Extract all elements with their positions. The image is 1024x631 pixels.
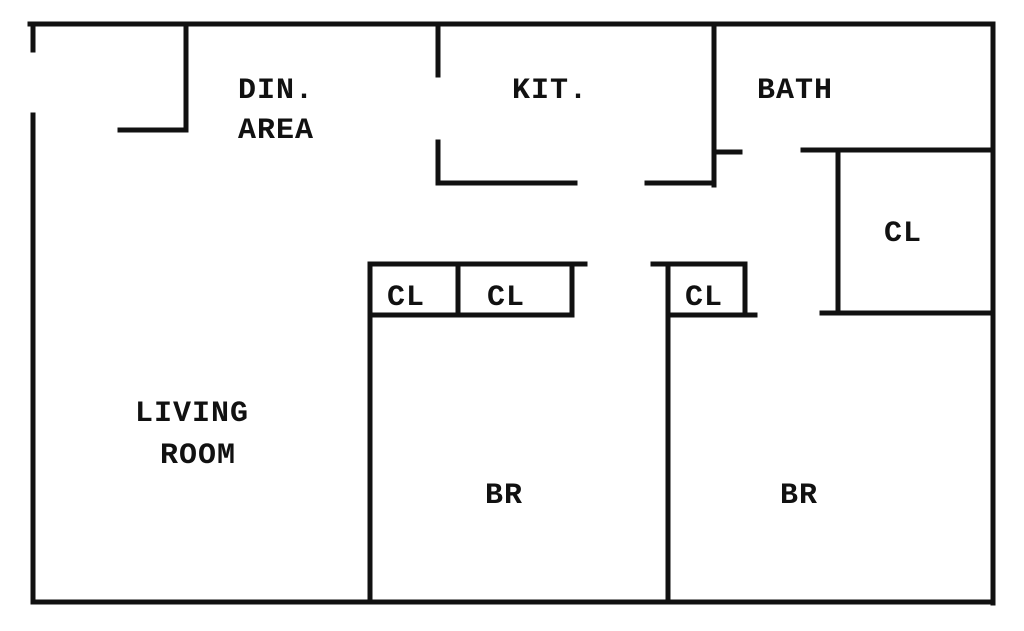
closet-label: CL	[387, 281, 426, 315]
dining-label: AREA	[238, 114, 315, 148]
kitchen-label: KIT.	[512, 74, 589, 108]
living-room-label: LIVING	[135, 397, 250, 431]
living-room-label: ROOM	[160, 439, 237, 473]
closet-label: CL	[884, 217, 923, 251]
closet-label: CL	[685, 281, 724, 315]
closet-label: CL	[487, 281, 526, 315]
bedroom-label: BR	[485, 479, 524, 513]
bedroom-label: BR	[780, 479, 819, 513]
dining-label: DIN.	[238, 74, 315, 108]
bath-label: BATH	[757, 74, 834, 108]
